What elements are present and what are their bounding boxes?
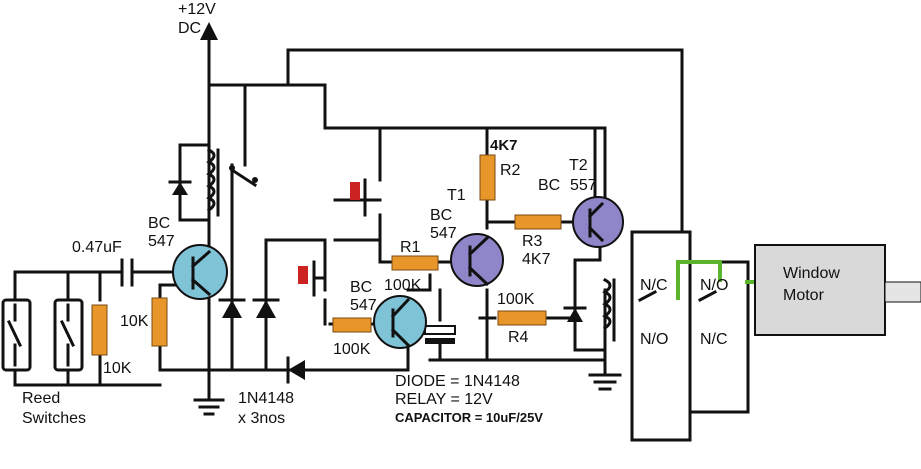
r1-name: R1: [400, 239, 421, 256]
upper-relay: [206, 147, 258, 217]
upper-relay-diode: [168, 180, 192, 195]
r3-value: 4K7: [522, 251, 551, 268]
resistor-10k-b: [91, 304, 108, 356]
r3-name: R3: [522, 233, 543, 250]
reed-label-2: Switches: [22, 410, 86, 427]
pushbutton-top-icon: [350, 182, 360, 200]
capacitor-input: [118, 258, 147, 287]
resistor-r3: [514, 214, 562, 230]
reed-switch-1: [1, 298, 32, 372]
cap-input-label: 0.47uF: [72, 239, 122, 256]
pushbutton-mid-icon: [298, 266, 308, 284]
bc547-mid-label-1: BC: [350, 279, 372, 296]
pushbutton-top: [350, 178, 367, 217]
diode-left: [218, 298, 246, 318]
diode-right: [252, 298, 280, 318]
relay-label-no-bottom-left: N/O: [640, 331, 668, 348]
t1-label-1: T1: [447, 187, 466, 204]
r-10k-b-label: 10K: [103, 360, 132, 377]
resistor-r1: [391, 255, 439, 271]
reed-switch-2: [53, 298, 84, 372]
resistor-r4: [497, 310, 547, 326]
transistor-bc547-top: [172, 244, 228, 300]
r4-name: R4: [508, 329, 529, 346]
transistor-bc547-mid: [373, 295, 427, 349]
r1-value: 100K: [384, 277, 422, 294]
motor-label-1: Window: [783, 265, 840, 282]
lower-relay: [563, 277, 616, 342]
diodes-label-2: x 3nos: [238, 410, 285, 427]
transistor-t1: [450, 233, 504, 287]
transistor-t2: [572, 196, 624, 248]
note-capacitor: CAPACITOR = 10uF/25V: [395, 410, 543, 425]
relay-label-no-top-right: N/O: [700, 277, 728, 294]
r-10k-a-label: 10K: [120, 313, 149, 330]
reed-label-1: Reed: [22, 390, 60, 407]
t2-label-2: BC: [538, 177, 560, 194]
supply-arrow-icon: [200, 22, 218, 40]
window-motor: [754, 244, 921, 336]
supply-label-line1: +12V: [178, 1, 216, 18]
r2-name: R2: [500, 162, 521, 179]
t1-label-3: 547: [430, 225, 457, 242]
relay-label-nc-bottom-right: N/C: [700, 331, 728, 348]
resistor-100k-base: [332, 317, 372, 333]
diodes-label-1: 1N4148: [238, 390, 294, 407]
bc547-top-label-2: 547: [148, 233, 175, 250]
t2-label-1: T2: [569, 157, 588, 174]
supply-label-line2: DC: [178, 20, 201, 37]
motor-label-2: Motor: [783, 287, 825, 304]
relay-label-nc-top-left: N/C: [640, 277, 668, 294]
r4-value: 100K: [497, 291, 535, 308]
capacitor-timing: [424, 325, 456, 344]
r2-value: 4K7: [490, 137, 518, 154]
resistor-r2: [479, 154, 496, 201]
relay-box-left: [630, 230, 692, 442]
bc547-top-label-1: BC: [148, 215, 170, 232]
resistor-10k-a: [151, 297, 168, 347]
diode-bottom: [286, 356, 305, 384]
pushbutton-mid: [298, 260, 327, 297]
bc547-mid-label-2: 547: [350, 297, 377, 314]
motor-wires: [676, 260, 755, 300]
note-diode: DIODE = 1N4148: [395, 373, 520, 390]
r-100k-base-label: 100K: [333, 341, 371, 358]
t1-label-2: BC: [430, 207, 452, 224]
t2-label-3: 557: [570, 177, 597, 194]
note-relay: RELAY = 12V: [395, 391, 493, 408]
